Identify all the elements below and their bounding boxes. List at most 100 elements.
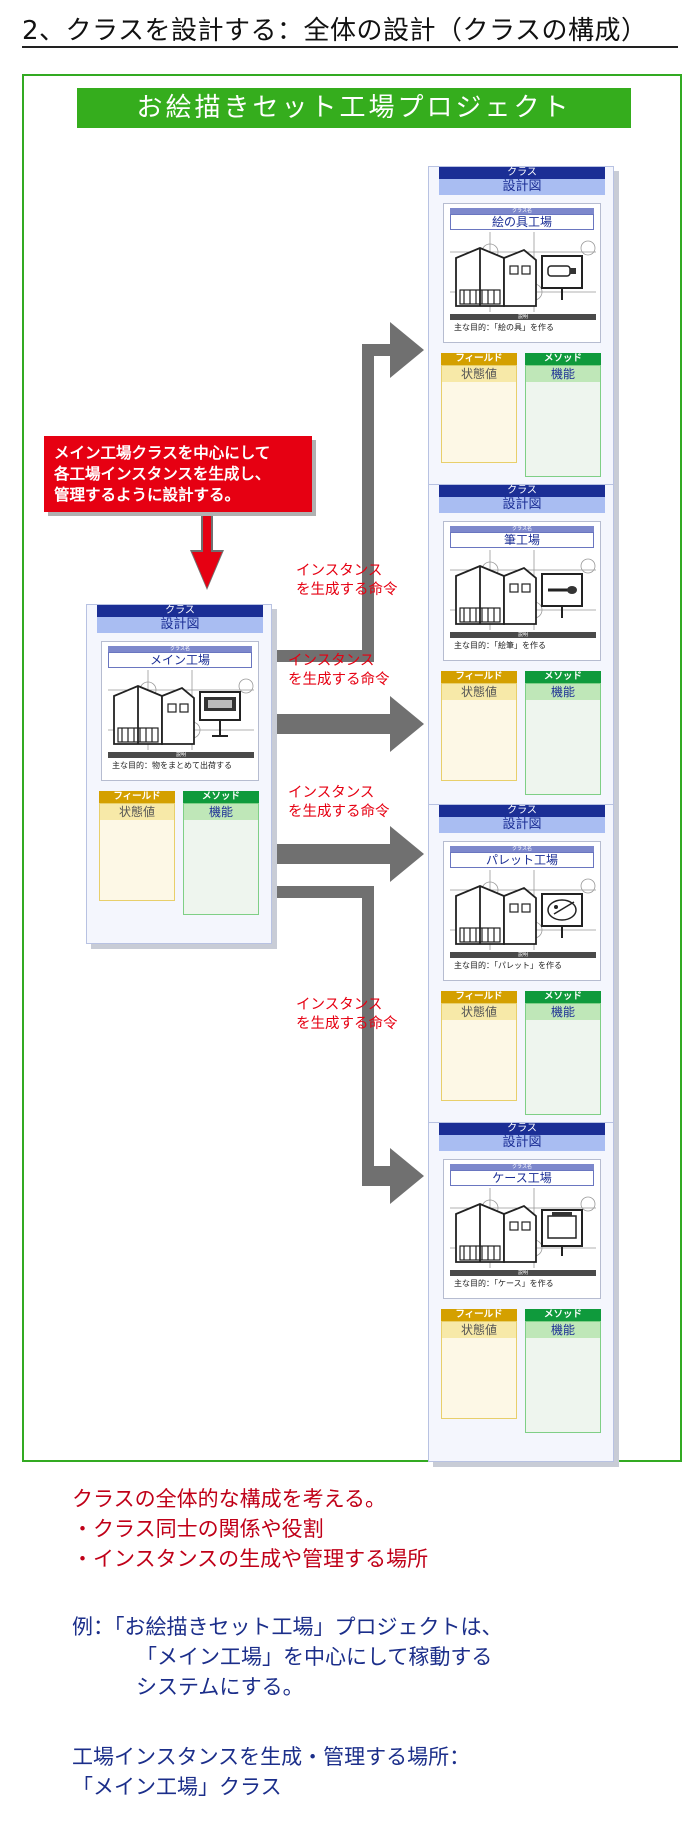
- field-value: 状態値: [442, 684, 516, 700]
- factory-illustration: [450, 232, 596, 312]
- class-name-caption: クラス名: [450, 526, 594, 532]
- paint-tube-icon: [541, 255, 583, 300]
- arrow-label-brush: インスタンス を生成する命令: [288, 653, 390, 688]
- field-box: 状態値: [99, 803, 175, 901]
- class-card-main: クラス設計図クラス名メイン工場説明主な目的：物をまとめて出荷するフィールド状態値…: [86, 604, 272, 944]
- field-box: 状態値: [441, 1003, 517, 1101]
- card-subheader: 設計図: [439, 497, 605, 513]
- class-name: ケース工場: [450, 1170, 594, 1186]
- factory-illustration: [450, 870, 596, 950]
- field-label: フィールド: [441, 671, 517, 683]
- method-value: 機能: [526, 1004, 600, 1020]
- place-line: 「メイン工場」クラス: [72, 1775, 282, 1799]
- case-icon: [541, 1209, 583, 1256]
- class-name-caption: クラス名: [450, 208, 594, 214]
- class-description: 主な目的：物をまとめて出荷する: [112, 761, 232, 770]
- field-label: フィールド: [441, 353, 517, 365]
- card-header: クラス: [439, 805, 605, 817]
- card-header: クラス: [439, 485, 605, 497]
- card-header: クラス: [439, 167, 605, 179]
- example-line: 「メイン工場」を中心にして稼動する: [136, 1645, 493, 1669]
- description-caption: 説明: [450, 314, 596, 320]
- factory-building-icon: [455, 1203, 537, 1263]
- field-box: 状態値: [441, 365, 517, 463]
- class-name: メイン工場: [108, 652, 252, 668]
- method-label: メソッド: [525, 353, 601, 365]
- field-label: フィールド: [99, 791, 175, 803]
- brush-icon: [541, 573, 583, 618]
- arrow-label-case: インスタンス を生成する命令: [296, 997, 398, 1032]
- callout-line: メイン工場クラスを中心にして: [54, 444, 271, 462]
- field-value: 状態値: [442, 1322, 516, 1338]
- card-subheader: 設計図: [97, 617, 263, 633]
- card-name-panel: クラス名ケース工場説明主な目的：「ケース」を作る: [443, 1159, 601, 1299]
- arrow-to-palette: [274, 826, 424, 882]
- field-value: 状態値: [442, 1004, 516, 1020]
- method-box: 機能: [525, 683, 601, 795]
- card-subheader: 設計図: [439, 1135, 605, 1151]
- description-caption: 説明: [450, 632, 596, 638]
- card-subheader: 設計図: [439, 817, 605, 833]
- factory-building-icon: [113, 685, 195, 745]
- summary-heading: クラスの全体的な構成を考える。: [72, 1487, 386, 1511]
- method-value: 機能: [526, 366, 600, 382]
- class-name-caption: クラス名: [108, 646, 252, 652]
- arrow-label-palette: インスタンス を生成する命令: [288, 785, 390, 820]
- method-value: 機能: [526, 684, 600, 700]
- method-label: メソッド: [525, 671, 601, 683]
- diagram-frame: [22, 74, 682, 1462]
- place-line: 工場インスタンスを生成・管理する場所：: [72, 1745, 471, 1769]
- card-subheader: 設計図: [439, 179, 605, 195]
- class-description: 主な目的：「絵の具」を作る: [454, 323, 554, 332]
- method-box: 機能: [525, 365, 601, 477]
- class-name: 筆工場: [450, 532, 594, 548]
- title-underline: [22, 46, 678, 48]
- card-name-panel: クラス名メイン工場説明主な目的：物をまとめて出荷する: [101, 641, 259, 781]
- class-name-caption: クラス名: [450, 846, 594, 852]
- class-description: 主な目的：「ケース」を作る: [454, 1279, 554, 1288]
- design-callout: メイン工場クラスを中心にして 各工場インスタンスを生成し、 管理するように設計す…: [44, 436, 312, 512]
- method-label: メソッド: [183, 791, 259, 803]
- factory-illustration: [108, 670, 254, 750]
- card-header: クラス: [439, 1123, 605, 1135]
- example-line: 例：「お絵描きセット工場」プロジェクトは、: [72, 1615, 503, 1639]
- factory-building-icon: [455, 885, 537, 945]
- class-description: 主な目的：「絵筆」を作る: [454, 641, 546, 650]
- method-value: 機能: [526, 1322, 600, 1338]
- arrow-to-case: [274, 886, 424, 1204]
- description-caption: 説明: [450, 1270, 596, 1276]
- class-name: 絵の具工場: [450, 214, 594, 230]
- method-label: メソッド: [525, 991, 601, 1003]
- callout-line: 管理するように設計する。: [54, 486, 241, 504]
- field-value: 状態値: [100, 804, 174, 820]
- example-line: システムにする。: [136, 1675, 304, 1699]
- arrow-label-paint: インスタンス を生成する命令: [296, 563, 398, 598]
- palette-icon: [541, 893, 583, 938]
- page-title: 2、クラスを設計する：全体の設計（クラスの構成）: [22, 16, 648, 46]
- description-caption: 説明: [450, 952, 596, 958]
- arrow-to-paint: [274, 322, 424, 662]
- method-box: 機能: [525, 1321, 601, 1433]
- class-card-palette: クラス設計図クラス名パレット工場説明主な目的：「パレット」を作るフィールド状態値…: [428, 804, 614, 1144]
- method-box: 機能: [525, 1003, 601, 1115]
- class-name: パレット工場: [450, 852, 594, 868]
- class-name-caption: クラス名: [450, 1164, 594, 1170]
- factory-building-icon: [455, 247, 537, 307]
- factory-building-icon: [455, 565, 537, 625]
- factory-illustration: [450, 550, 596, 630]
- field-box: 状態値: [441, 683, 517, 781]
- method-label: メソッド: [525, 1309, 601, 1321]
- field-value: 状態値: [442, 366, 516, 382]
- description-caption: 説明: [108, 752, 254, 758]
- callout-arrow-red-shaft: [203, 512, 211, 552]
- summary-bullet: ・インスタンスの生成や管理する場所: [72, 1547, 429, 1571]
- field-box: 状態値: [441, 1321, 517, 1419]
- class-card-case: クラス設計図クラス名ケース工場説明主な目的：「ケース」を作るフィールド状態値メソ…: [428, 1122, 614, 1462]
- card-name-panel: クラス名パレット工場説明主な目的：「パレット」を作る: [443, 841, 601, 981]
- card-name-panel: クラス名筆工場説明主な目的：「絵筆」を作る: [443, 521, 601, 661]
- project-banner: お絵描きセット工場プロジェクト: [77, 88, 631, 128]
- method-value: 機能: [184, 804, 258, 820]
- factory-illustration: [450, 1188, 596, 1268]
- card-name-panel: クラス名絵の具工場説明主な目的：「絵の具」を作る: [443, 203, 601, 343]
